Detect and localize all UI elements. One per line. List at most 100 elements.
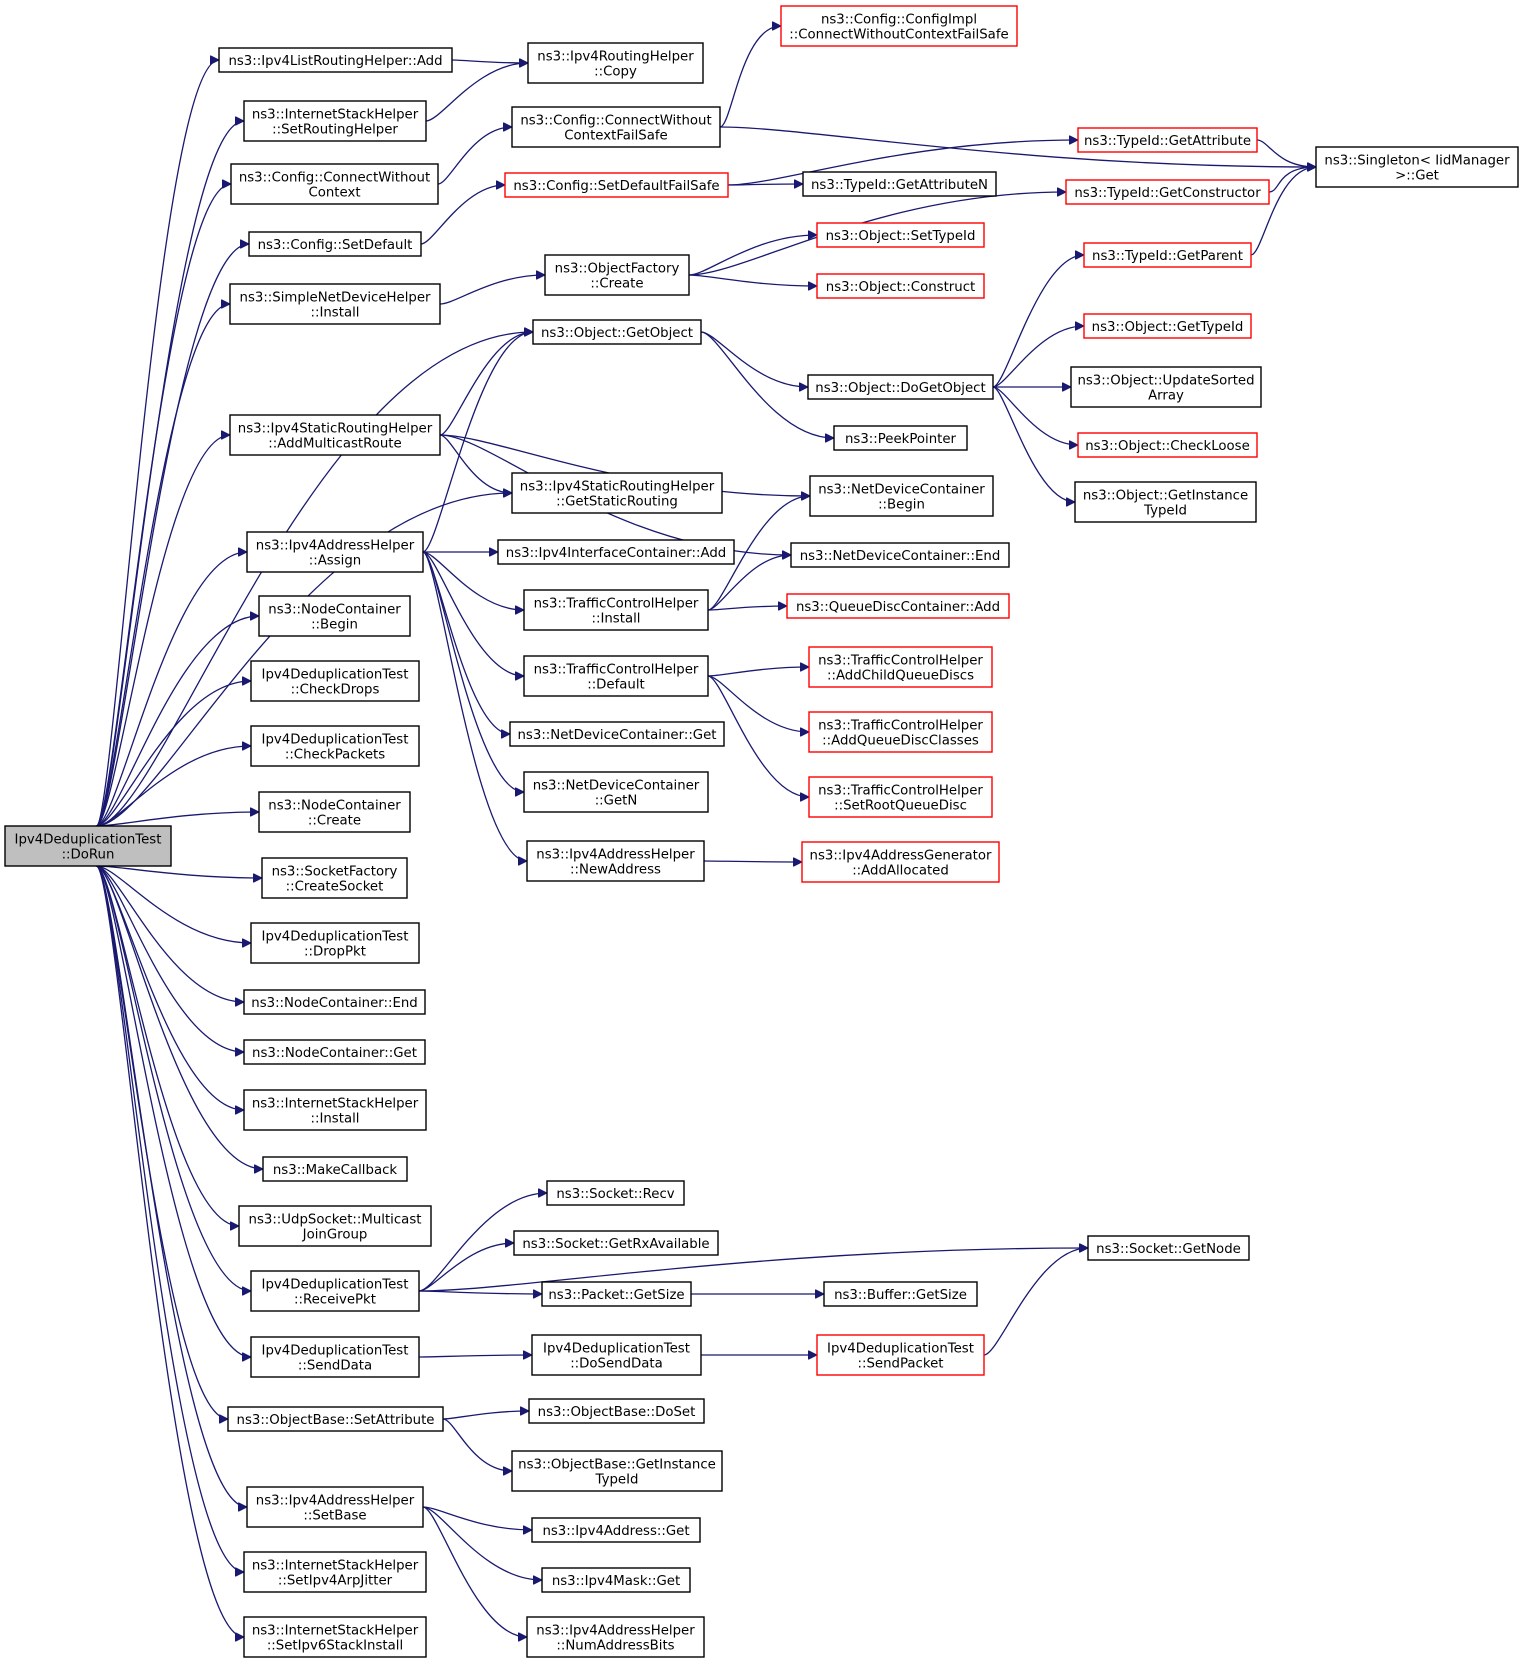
node-obj-construct[interactable]: ns3::Object::Construct (816, 273, 985, 299)
node-idt-sendpacket[interactable]: Ipv4DeduplicationTest::SendPacket (816, 1334, 985, 1376)
node-buf-getsize[interactable]: ns3::Buffer::GetSize (823, 1281, 978, 1307)
node-sf-createsocket[interactable]: ns3::SocketFactory::CreateSocket (261, 857, 408, 899)
node-nc-begin[interactable]: ns3::NodeContainer::Begin (258, 595, 411, 637)
node-ndc-getn[interactable]: ns3::NetDeviceContainer::GetN (523, 771, 709, 813)
edge-path (707, 675, 809, 732)
node-tch-addclasses[interactable]: ns3::TrafficControlHelper::AddQueueDiscC… (808, 711, 993, 753)
node-ob-doset[interactable]: ns3::ObjectBase::DoSet (528, 1398, 705, 1424)
node-cfg-cwcfs[interactable]: ns3::Config::ConnectWithoutContextFailSa… (511, 106, 721, 148)
node-cfg-setdefault[interactable]: ns3::Config::SetDefault (248, 231, 422, 257)
node-peekpointer[interactable]: ns3::PeekPointer (833, 425, 968, 451)
edge-path (707, 496, 810, 611)
node-tid-getctor[interactable]: ns3::TypeId::GetConstructor (1065, 179, 1270, 205)
node-idt-checkpackets[interactable]: Ipv4DeduplicationTest::CheckPackets (250, 725, 420, 767)
node-obj-settid[interactable]: ns3::Object::SetTypeId (816, 222, 985, 248)
node-tid-getattrn[interactable]: ns3::TypeId::GetAttributeN (802, 171, 997, 197)
node-ilrh-add[interactable]: ns3::Ipv4ListRoutingHelper::Add (218, 47, 453, 73)
node-box (248, 231, 422, 257)
node-obj-getobject[interactable]: ns3::Object::GetObject (532, 319, 702, 345)
node-label: ns3::MakeCallback (273, 1163, 398, 1178)
node-obj-checkloose[interactable]: ns3::Object::CheckLoose (1077, 432, 1258, 458)
node-box (541, 1567, 691, 1593)
node-nc-create[interactable]: ns3::NodeContainer::Create (258, 791, 411, 833)
node-tid-getparent[interactable]: ns3::TypeId::GetParent (1083, 242, 1252, 268)
node-isrh-addmc[interactable]: ns3::Ipv4StaticRoutingHelper::AddMultica… (229, 414, 441, 456)
node-label: ns3::Ipv4StaticRoutingHelper (238, 422, 433, 437)
node-irh-copy[interactable]: ns3::Ipv4RoutingHelper::Copy (527, 42, 704, 84)
node-pkt-getsize[interactable]: ns3::Packet::GetSize (541, 1281, 692, 1307)
node-qdc-add[interactable]: ns3::QueueDiscContainer::Add (786, 593, 1010, 619)
node-of-create[interactable]: ns3::ObjectFactory::Create (544, 254, 690, 296)
node-sock-getrx[interactable]: ns3::Socket::GetRxAvailable (513, 1230, 719, 1256)
node-iah-assign[interactable]: ns3::Ipv4AddressHelper::Assign (246, 531, 424, 573)
node-ndc-end[interactable]: ns3::NetDeviceContainer::End (790, 542, 1010, 568)
node-box (1070, 366, 1262, 408)
node-iah-numbits[interactable]: ns3::Ipv4AddressHelper::NumAddressBits (526, 1616, 705, 1658)
node-ndc-get[interactable]: ns3::NetDeviceContainer::Get (509, 721, 725, 747)
node-tch-default[interactable]: ns3::TrafficControlHelper::Default (523, 655, 709, 697)
node-im-get[interactable]: ns3::Ipv4Mask::Get (541, 1567, 691, 1593)
edge-obj-getobject-to-peekpointer (700, 331, 834, 438)
node-box (250, 1270, 420, 1312)
node-sndh-install[interactable]: ns3::SimpleNetDeviceHelper::Install (229, 283, 441, 325)
node-tch-addchild[interactable]: ns3::TrafficControlHelper::AddChildQueue… (808, 646, 993, 688)
node-box (1077, 127, 1258, 153)
node-nc-end[interactable]: ns3::NodeContainer::End (243, 989, 426, 1015)
node-sock-recv[interactable]: ns3::Socket::Recv (546, 1180, 685, 1206)
node-root[interactable]: Ipv4DeduplicationTest::DoRun (4, 825, 172, 867)
node-ish-ipv6[interactable]: ns3::InternetStackHelper::SetIpv6StackIn… (243, 1616, 427, 1658)
node-label: ns3::Object::SetTypeId (826, 229, 976, 244)
edge-isrh-addmc-to-ndc-begin (439, 434, 810, 496)
node-ob-setattr[interactable]: ns3::ObjectBase::SetAttribute (227, 1406, 444, 1432)
edge-path (95, 865, 251, 1291)
node-nc-get[interactable]: ns3::NodeContainer::Get (243, 1039, 426, 1065)
node-box (780, 5, 1018, 47)
node-box (808, 711, 993, 753)
edge-sndh-install-to-of-create (439, 275, 545, 305)
node-iah-newaddr[interactable]: ns3::Ipv4AddressHelper::NewAddress (526, 840, 705, 882)
node-sock-getnode[interactable]: ns3::Socket::GetNode (1087, 1235, 1250, 1261)
edge-path (96, 865, 262, 878)
node-isrh-getstatic[interactable]: ns3::Ipv4StaticRoutingHelper::GetStaticR… (511, 472, 723, 514)
node-idt-droppkt[interactable]: Ipv4DeduplicationTest::DropPkt (250, 922, 420, 964)
node-ish-arpjitter[interactable]: ns3::InternetStackHelper::SetIpv4ArpJitt… (243, 1551, 427, 1593)
node-idt-senddata[interactable]: Ipv4DeduplicationTest::SendData (250, 1336, 420, 1378)
node-tch-setroot[interactable]: ns3::TrafficControlHelper::SetRootQueueD… (808, 776, 993, 818)
node-label: ns3::Ipv4AddressHelper (256, 539, 415, 554)
edge-path (1268, 167, 1316, 193)
edge-root-to-isrh-getstatic (96, 493, 512, 827)
node-cfg-cwc[interactable]: ns3::Config::ConnectWithoutContext (230, 163, 439, 205)
node-obj-gettid[interactable]: ns3::Object::GetTypeId (1083, 313, 1252, 339)
node-iag-addalloc[interactable]: ns3::Ipv4AddressGenerator::AddAllocated (801, 841, 1000, 883)
node-label: ns3::Object::GetTypeId (1092, 320, 1244, 335)
node-singleton-get[interactable]: ns3::Singleton< IidManager>::Get (1315, 146, 1519, 188)
node-box (1083, 313, 1252, 339)
node-tch-install[interactable]: ns3::TrafficControlHelper::Install (523, 589, 709, 631)
edge-path (992, 255, 1084, 388)
node-iic-add[interactable]: ns3::Ipv4InterfaceContainer::Add (497, 539, 735, 565)
node-idt-checkdrops[interactable]: Ipv4DeduplicationTest::CheckDrops (250, 660, 420, 702)
node-ndc-begin[interactable]: ns3::NetDeviceContainer::Begin (809, 475, 994, 517)
node-label: Array (1148, 389, 1184, 404)
node-label: ns3::Config::ConfigImpl (821, 13, 977, 28)
edge-of-create-to-obj-construct (688, 274, 817, 286)
edge-tid-getparent-to-singleton-get (1250, 167, 1316, 256)
node-ish-install[interactable]: ns3::InternetStackHelper::Install (243, 1089, 427, 1131)
node-idt-receivepkt[interactable]: Ipv4DeduplicationTest::ReceivePkt (250, 1270, 420, 1312)
node-makecallback[interactable]: ns3::MakeCallback (262, 1156, 408, 1182)
node-idt-dosenddata[interactable]: Ipv4DeduplicationTest::DoSendData (531, 1334, 702, 1376)
node-iah-setbase[interactable]: ns3::Ipv4AddressHelper::SetBase (246, 1486, 424, 1528)
node-label: ns3::Object::GetObject (541, 326, 693, 341)
node-ia-get[interactable]: ns3::Ipv4Address::Get (531, 1517, 701, 1543)
node-cfg-sdfs[interactable]: ns3::Config::SetDefaultFailSafe (504, 172, 729, 198)
node-ish-setrouting[interactable]: ns3::InternetStackHelper::SetRoutingHelp… (243, 100, 427, 142)
node-obj-dogetobject[interactable]: ns3::Object::DoGetObject (807, 374, 994, 400)
node-tid-getattr[interactable]: ns3::TypeId::GetAttribute (1077, 127, 1258, 153)
node-label: ContextFailSafe (564, 129, 668, 144)
node-cfgimpl-cwcfs[interactable]: ns3::Config::ConfigImpl::ConnectWithoutC… (780, 5, 1018, 47)
node-label: ::CreateSocket (286, 880, 384, 895)
